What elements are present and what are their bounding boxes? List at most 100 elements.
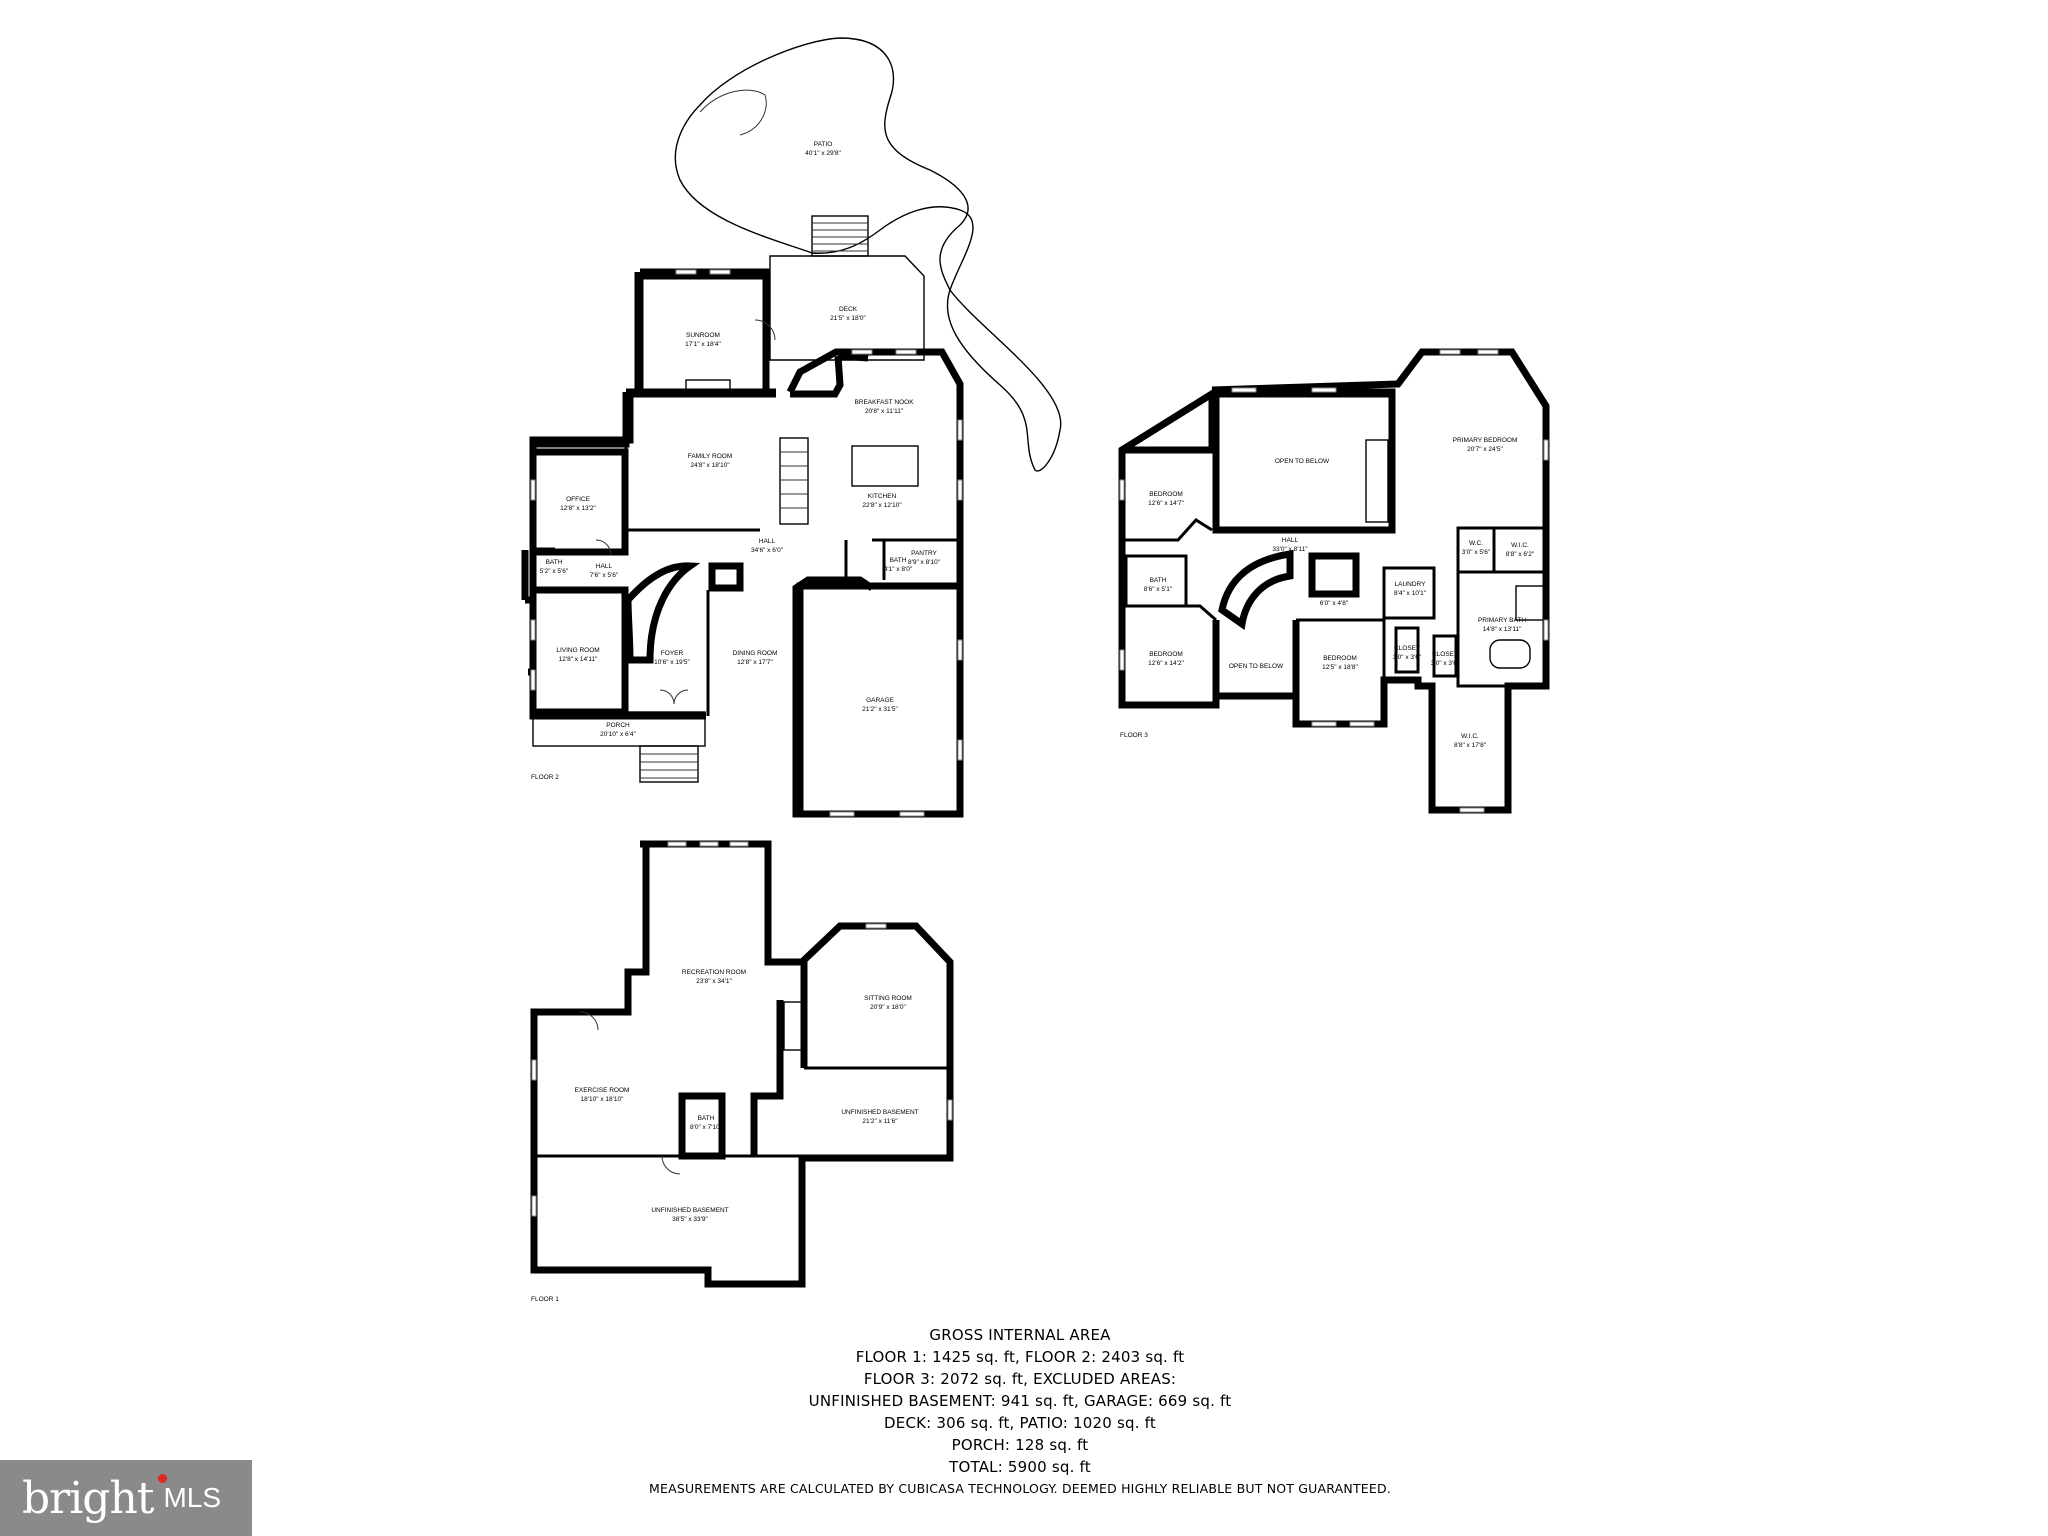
room-dims: 10'6" x 19'5" — [654, 659, 690, 666]
svg-text:PORCH: PORCH — [606, 722, 630, 729]
room-dims: 8'8" x 6'2" — [1506, 551, 1535, 558]
f2-windows — [530, 269, 963, 817]
f3-open-to-below-1 — [1212, 390, 1396, 534]
f3-wic1 — [1492, 526, 1548, 574]
room-dims: 21'2" x 31'5" — [862, 706, 898, 713]
svg-text:HALL: HALL — [759, 538, 776, 545]
svg-text:23'8" x 34'1": 23'8" x 34'1" — [696, 978, 732, 985]
room-dims: 40'1" x 29'8" — [805, 150, 841, 157]
f3-tub — [1489, 639, 1531, 669]
f3-wc — [1456, 526, 1496, 574]
f3-laundry — [1382, 566, 1436, 620]
f1-wall-d — [750, 1000, 784, 1156]
bright-mls-logo: bright MLS — [0, 1460, 252, 1536]
svg-text:BATH: BATH — [890, 557, 907, 564]
patio-seat-arc — [699, 89, 767, 136]
f3-room-labels: OPEN TO BELOW PRIMARY BEDROOM 20'7" x 24… — [1144, 437, 1535, 749]
room-name: PORCH — [606, 722, 630, 729]
svg-text:5'2" x 5'6": 5'2" x 5'6" — [540, 568, 569, 575]
f3-wall-a — [1122, 392, 1216, 454]
svg-text:BEDROOM: BEDROOM — [1323, 655, 1357, 662]
room-name: BEDROOM — [1149, 651, 1183, 658]
gross-internal-area: GROSS INTERNAL AREA FLOOR 1: 1425 sq. ft… — [540, 1324, 1500, 1500]
room-name: LAUNDRY — [1395, 581, 1427, 588]
svg-text:12'8" x 14'11": 12'8" x 14'11" — [559, 656, 598, 663]
room-dims: 4'1" x 8'0" — [884, 566, 913, 573]
foyer-curved-stair — [624, 562, 701, 664]
room-name: BATH — [546, 559, 563, 566]
svg-text:12'6" x 14'7": 12'6" x 14'7" — [1148, 500, 1184, 507]
svg-text:18'10" x 18'10": 18'10" x 18'10" — [581, 1096, 625, 1103]
room-name: OPEN TO BELOW — [1275, 458, 1330, 465]
svg-text:20'10" x 6'4": 20'10" x 6'4" — [600, 731, 636, 738]
room-name: OFFICE — [566, 496, 590, 503]
f1-bath — [678, 1092, 726, 1160]
svg-text:LAUNDRY: LAUNDRY — [1395, 581, 1427, 588]
svg-text:17'1" x 18'4": 17'1" x 18'4" — [685, 341, 721, 348]
room-name: PANTRY — [911, 550, 937, 557]
svg-text:DINING ROOM: DINING ROOM — [733, 650, 778, 657]
svg-text:21'5" x 18'0": 21'5" x 18'0" — [830, 315, 866, 322]
floor-2-label: FLOOR 2 — [531, 774, 559, 781]
f3-closet2 — [1432, 634, 1458, 678]
room-name: DINING ROOM — [733, 650, 778, 657]
room-dims: 33'0" x 8'11" — [1272, 546, 1308, 553]
svg-text:34'6" x 6'0": 34'6" x 6'0" — [751, 547, 784, 554]
svg-text:BATH: BATH — [1326, 591, 1343, 598]
floor-3-label: FLOOR 3 — [1120, 732, 1148, 739]
floor-2-plan: PATIO 40'1" x 29'8" DECK 21'5" x 18'0" S… — [521, 37, 1062, 818]
svg-text:8'4" x 10'1": 8'4" x 10'1" — [1394, 590, 1427, 597]
f3-windows — [1119, 349, 1549, 813]
door-4 — [673, 689, 689, 705]
svg-text:UNFINISHED BASEMENT: UNFINISHED BASEMENT — [841, 1109, 918, 1116]
room-name: BEDROOM — [1149, 491, 1183, 498]
room-name: PRIMARY BEDROOM — [1453, 437, 1518, 444]
f1-exterior — [530, 840, 954, 1288]
room-name: RECREATION ROOM — [682, 969, 746, 976]
room-name: KITCHEN — [868, 493, 897, 500]
svg-text:12'5" x 18'8": 12'5" x 18'8" — [1322, 664, 1358, 671]
room-name: GARAGE — [866, 697, 894, 704]
floor-3-plan: OPEN TO BELOW PRIMARY BEDROOM 20'7" x 24… — [1118, 348, 1550, 814]
f1-stair — [783, 1001, 807, 1051]
svg-text:20'9" x 18'0": 20'9" x 18'0" — [870, 1004, 906, 1011]
svg-text:LIVING ROOM: LIVING ROOM — [556, 647, 599, 654]
svg-text:BATH: BATH — [1150, 577, 1167, 584]
room-dims: 18'10" x 18'10" — [581, 1096, 625, 1103]
svg-text:8'8" x 6'2": 8'8" x 6'2" — [1506, 551, 1535, 558]
svg-text:4'1" x 8'0": 4'1" x 8'0" — [884, 566, 913, 573]
svg-text:21'2" x 31'5": 21'2" x 31'5" — [862, 706, 898, 713]
room-name: SITTING ROOM — [864, 995, 912, 1002]
svg-text:OPEN TO BELOW: OPEN TO BELOW — [1275, 458, 1330, 465]
svg-text:SUNROOM: SUNROOM — [686, 332, 720, 339]
svg-text:RECREATION ROOM: RECREATION ROOM — [682, 969, 746, 976]
svg-text:PATIO: PATIO — [814, 141, 833, 148]
gia-line: FLOOR 3: 2072 sq. ft, EXCLUDED AREAS: — [863, 1370, 1177, 1388]
living-walls — [529, 586, 629, 716]
room-dims: 8'6" x 5'1" — [1144, 586, 1173, 593]
room-dims: 3'0" x 3'6" — [1393, 654, 1422, 661]
f2-room-labels: PATIO 40'1" x 29'8" DECK 21'5" x 18'0" S… — [540, 141, 941, 738]
deck-outline — [769, 255, 925, 361]
porch-steps — [639, 745, 699, 783]
room-name: PRIMARY BATH — [1478, 617, 1526, 624]
room-name: HALL — [1282, 537, 1299, 544]
svg-text:33'0" x 8'11": 33'0" x 8'11" — [1272, 546, 1308, 553]
room-dims: 38'5" x 33'9" — [672, 1216, 708, 1223]
svg-text:7'6" x 5'6": 7'6" x 5'6" — [590, 572, 619, 579]
room-dims: 24'8" x 18'10" — [690, 462, 730, 469]
room-dims: 12'8" x 13'2" — [560, 505, 596, 512]
svg-text:8'0" x 7'10": 8'0" x 7'10" — [690, 1124, 723, 1131]
f1-door-2 — [661, 1155, 681, 1175]
room-dims: 12'5" x 18'8" — [1322, 664, 1358, 671]
svg-text:BREAKFAST NOOK: BREAKFAST NOOK — [854, 399, 914, 406]
f2-stair-core — [708, 562, 744, 592]
svg-text:24'8" x 18'10": 24'8" x 18'10" — [690, 462, 730, 469]
logo-accent-dot — [158, 1474, 167, 1483]
svg-text:CLOSET: CLOSET — [1394, 645, 1420, 652]
svg-text:DECK: DECK — [839, 306, 858, 313]
room-dims: 20'8" x 11'11" — [865, 408, 904, 415]
svg-text:HALL: HALL — [596, 563, 613, 570]
gia-line: UNFINISHED BASEMENT: 941 sq. ft, GARAGE:… — [808, 1392, 1232, 1410]
room-dims: 6'0" x 4'8" — [1320, 600, 1349, 607]
